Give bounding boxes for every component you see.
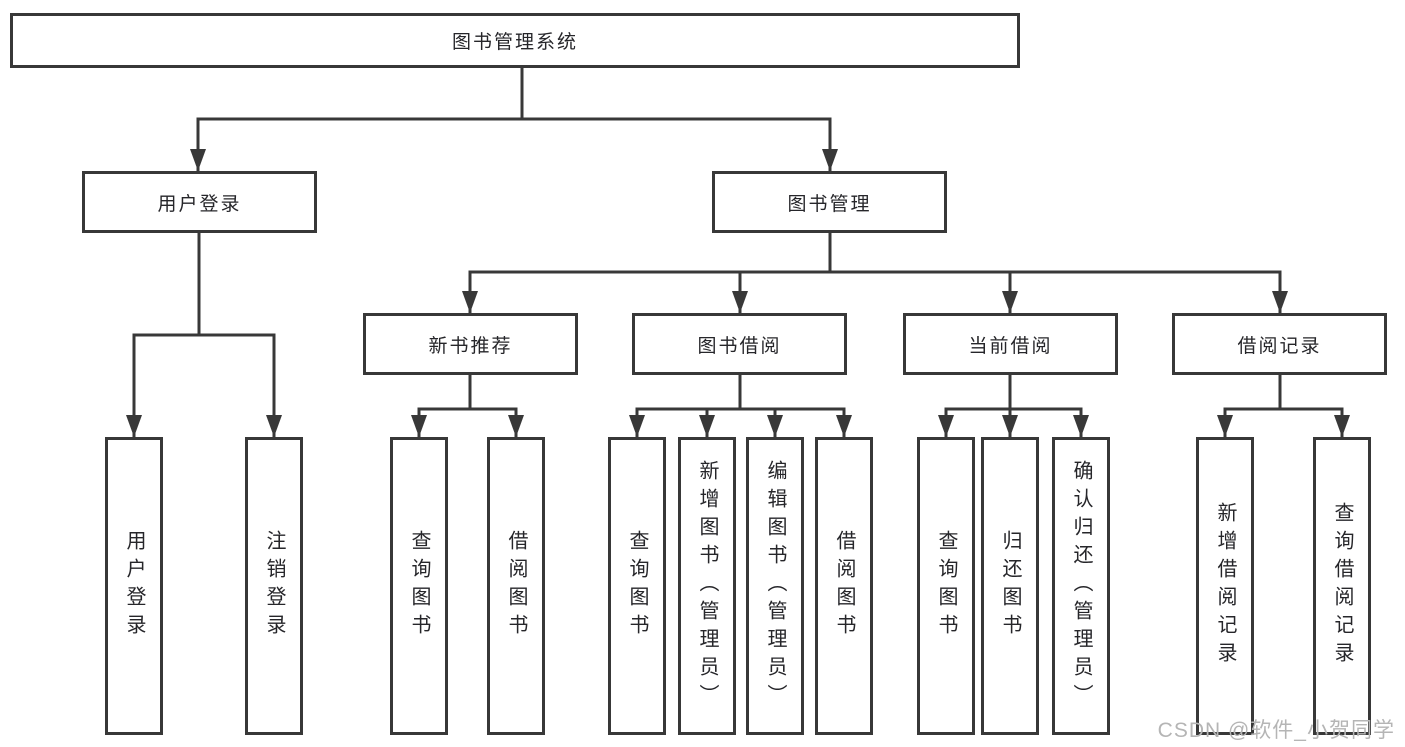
leaf-query-books-borrow: 查询图书 [608, 437, 666, 735]
node-label: 新增图书（管理员） [696, 460, 718, 712]
node-label: 查询图书 [935, 530, 957, 642]
node-label: 新书推荐 [428, 335, 513, 357]
leaf-query-borrow-record: 查询借阅记录 [1313, 437, 1371, 735]
node-label: 借阅图书 [505, 530, 527, 642]
node-label: 查询图书 [408, 530, 430, 642]
leaf-query-books-current: 查询图书 [917, 437, 975, 735]
node-current-borrowing: 当前借阅 [903, 313, 1118, 375]
node-label: 用户登录 [123, 530, 145, 642]
node-label: 用户登录 [157, 193, 242, 215]
node-book-management-module: 图书管理 [712, 171, 947, 233]
node-user-login-module: 用户登录 [82, 171, 317, 233]
node-label: 当前借阅 [968, 335, 1053, 357]
node-label: 确认归还（管理员） [1070, 460, 1092, 712]
node-new-book-recommendation: 新书推荐 [363, 313, 578, 375]
node-label: 图书管理系统 [451, 32, 578, 53]
node-label: 图书借阅 [697, 335, 782, 357]
leaf-add-book-admin: 新增图书（管理员） [678, 437, 736, 735]
leaf-borrow-books-recommend: 借阅图书 [487, 437, 545, 735]
node-label: 注销登录 [263, 530, 285, 642]
node-book-borrowing: 图书借阅 [632, 313, 847, 375]
csdn-watermark: CSDN @软件_小贺同学 [1157, 719, 1395, 742]
node-label: 编辑图书（管理员） [764, 460, 786, 712]
leaf-edit-book-admin: 编辑图书（管理员） [746, 437, 804, 735]
node-label: 查询借阅记录 [1331, 502, 1353, 670]
node-borrowing-records: 借阅记录 [1172, 313, 1387, 375]
node-label: 借阅记录 [1237, 335, 1322, 357]
node-label: 新增借阅记录 [1214, 502, 1236, 670]
node-label: 图书管理 [787, 193, 872, 215]
leaf-user-login: 用户登录 [105, 437, 163, 735]
leaf-borrow-books: 借阅图书 [815, 437, 873, 735]
leaf-add-borrow-record: 新增借阅记录 [1196, 437, 1254, 735]
leaf-logout: 注销登录 [245, 437, 303, 735]
arrowheads [126, 149, 1350, 437]
node-root: 图书管理系统 [10, 13, 1020, 68]
node-label: 查询图书 [626, 530, 648, 642]
leaf-query-books-recommend: 查询图书 [390, 437, 448, 735]
leaf-return-books: 归还图书 [981, 437, 1039, 735]
node-label: 归还图书 [999, 530, 1021, 642]
node-label: 借阅图书 [833, 530, 855, 642]
leaf-confirm-return-admin: 确认归还（管理员） [1052, 437, 1110, 735]
